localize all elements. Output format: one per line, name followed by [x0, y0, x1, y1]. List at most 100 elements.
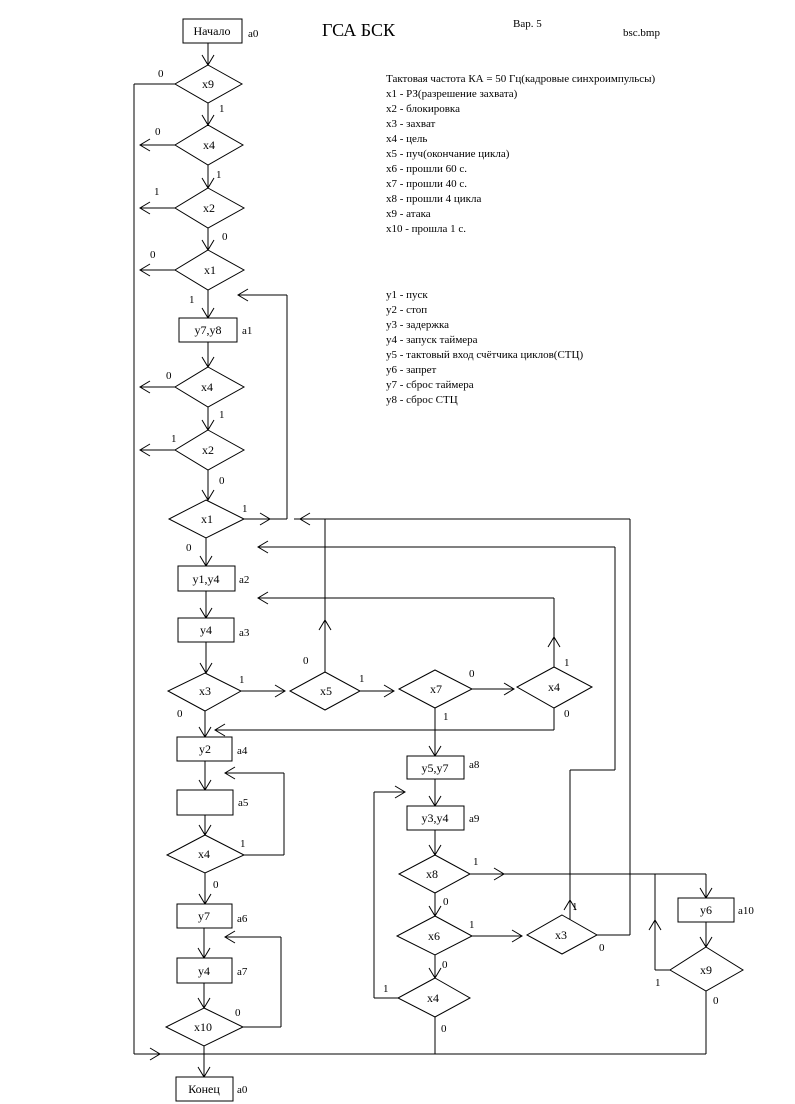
- svg-text:x10: x10: [194, 1020, 212, 1034]
- edge-labels: 0 1 0 1 1 0 0 1 0 1 1 0 1 0 1 0 0 1 0 1 …: [150, 68, 719, 1035]
- condition-blocks: x9 x4 x2 x1 x4 x2 x1 x3: [164, 64, 744, 1047]
- edge-label: 1: [655, 977, 661, 989]
- edge-label: 0: [166, 370, 172, 382]
- svg-text:y1,y4: y1,y4: [193, 572, 220, 586]
- legend-line: x5 - пуч(окончание цикла): [386, 148, 510, 160]
- legend-line: y7 - сброс таймера: [386, 379, 474, 391]
- legend-line: x9 - атака: [386, 208, 431, 220]
- edge-label: 0: [564, 708, 570, 720]
- edge-label: 1: [242, 503, 248, 515]
- cond-x7: x7: [397, 669, 474, 709]
- legend-line: y4 - запуск таймера: [386, 334, 478, 346]
- edge-label: 0: [303, 655, 309, 667]
- state-a8: a8: [469, 759, 480, 771]
- svg-text:x9: x9: [700, 963, 712, 977]
- edge-label: 1: [154, 186, 160, 198]
- edge-label: 1: [359, 673, 365, 685]
- edge-label: 1: [473, 856, 479, 868]
- edge-label: 1: [216, 169, 222, 181]
- block-y7: y7: [176, 903, 233, 929]
- edge-label: 0: [441, 1023, 447, 1035]
- state-markers: a0 a1 a2 a3 a4 a5 a6 a7 a8 a9 a10 a0: [237, 28, 754, 1096]
- svg-text:x6: x6: [428, 929, 440, 943]
- edge-label: 0: [177, 708, 183, 720]
- edge-label: 1: [219, 103, 225, 115]
- svg-text:y2: y2: [199, 742, 211, 756]
- svg-text:x1: x1: [204, 263, 216, 277]
- edge-label: 0: [219, 475, 225, 487]
- cond-x6: x6: [395, 915, 474, 956]
- legend-line: x3 - захват: [386, 118, 436, 130]
- edge-label: 1: [239, 674, 245, 686]
- edge-label: 0: [469, 668, 475, 680]
- edge-label: 0: [150, 249, 156, 261]
- edge-label: 1: [240, 838, 246, 850]
- file-label: bsc.bmp: [623, 27, 660, 39]
- edge-label: 1: [189, 294, 195, 306]
- variant-label: Вар. 5: [513, 18, 542, 30]
- cond-x2-2: x2: [174, 429, 246, 471]
- cond-x1-2: x1: [167, 499, 246, 539]
- svg-text:x4: x4: [201, 380, 213, 394]
- svg-text:x5: x5: [320, 684, 332, 698]
- svg-text:x4: x4: [203, 138, 215, 152]
- cond-x3-2: x3: [525, 914, 599, 955]
- block-y3-y4: y3,y4: [406, 805, 465, 831]
- legend-line: y1 - пуск: [386, 289, 428, 301]
- edge-label: 0: [213, 879, 219, 891]
- edge-label: 0: [222, 231, 228, 243]
- edge-label: 0: [186, 542, 192, 554]
- cond-x4-4: x4: [165, 834, 246, 874]
- edge-label: 0: [155, 126, 161, 138]
- legend-line: y3 - задержка: [386, 319, 450, 331]
- legend-line: x6 - прошли 60 с.: [386, 163, 468, 175]
- state-a9: a9: [469, 813, 480, 825]
- block-y5-y7: y5,y7: [406, 755, 465, 780]
- legend-line: x10 - прошла 1 с.: [386, 223, 467, 235]
- state-a6: a6: [237, 913, 248, 925]
- svg-text:y7: y7: [198, 909, 210, 923]
- state-a10: a10: [738, 905, 754, 917]
- edge-label: 0: [442, 959, 448, 971]
- operator-blocks: Начало y7,y8 y1,y4 y4 y2 y7 y4: [175, 18, 735, 1102]
- state-a1: a1: [242, 325, 252, 337]
- legend-line: y8 - сброс СТЦ: [386, 394, 458, 406]
- state-a5: a5: [238, 797, 249, 809]
- state-a7: a7: [237, 966, 248, 978]
- start-block: Начало: [182, 18, 243, 44]
- legend-line: x7 - прошли 40 с.: [386, 178, 468, 190]
- svg-text:y4: y4: [200, 623, 212, 637]
- cond-x4-3: x4: [515, 666, 594, 709]
- svg-text:y5,y7: y5,y7: [422, 761, 449, 775]
- svg-text:y4: y4: [198, 964, 210, 978]
- edge-label: 0: [443, 896, 449, 908]
- block-y6: y6: [677, 897, 735, 923]
- state-a3: a3: [239, 627, 250, 639]
- svg-text:x2: x2: [202, 443, 214, 457]
- input-signals-legend: Тактовая частота КА = 50 Гц(кадровые син…: [386, 72, 655, 237]
- edge-label: 1: [383, 983, 389, 995]
- legend-line: Тактовая частота КА = 50 Гц(кадровые син…: [386, 73, 656, 85]
- state-a2: a2: [239, 574, 249, 586]
- output-signals-legend: y1 - пуск y2 - стоп y3 - задержка y4 - з…: [386, 288, 583, 408]
- svg-text:x4: x4: [548, 680, 560, 694]
- svg-text:y6: y6: [700, 903, 712, 917]
- end-block: Конец: [175, 1076, 234, 1102]
- edge-label: 1: [564, 657, 570, 669]
- svg-text:x4: x4: [198, 847, 210, 861]
- edge-label: 0: [235, 1007, 241, 1019]
- edge-label: 0: [599, 942, 605, 954]
- cond-x2-1: x2: [174, 187, 246, 229]
- svg-text:x8: x8: [426, 867, 438, 881]
- svg-text:y7,y8: y7,y8: [195, 323, 222, 337]
- edge-label: 1: [171, 433, 177, 445]
- edge-label: 1: [219, 409, 225, 421]
- block-empty-a5: [176, 789, 234, 816]
- block-y2: y2: [176, 736, 233, 762]
- legend-line: y2 - стоп: [386, 304, 428, 316]
- svg-text:x1: x1: [201, 512, 213, 526]
- svg-text:x3: x3: [199, 684, 211, 698]
- block-y4-a3: y4: [177, 617, 235, 643]
- edge-label: 0: [713, 995, 719, 1007]
